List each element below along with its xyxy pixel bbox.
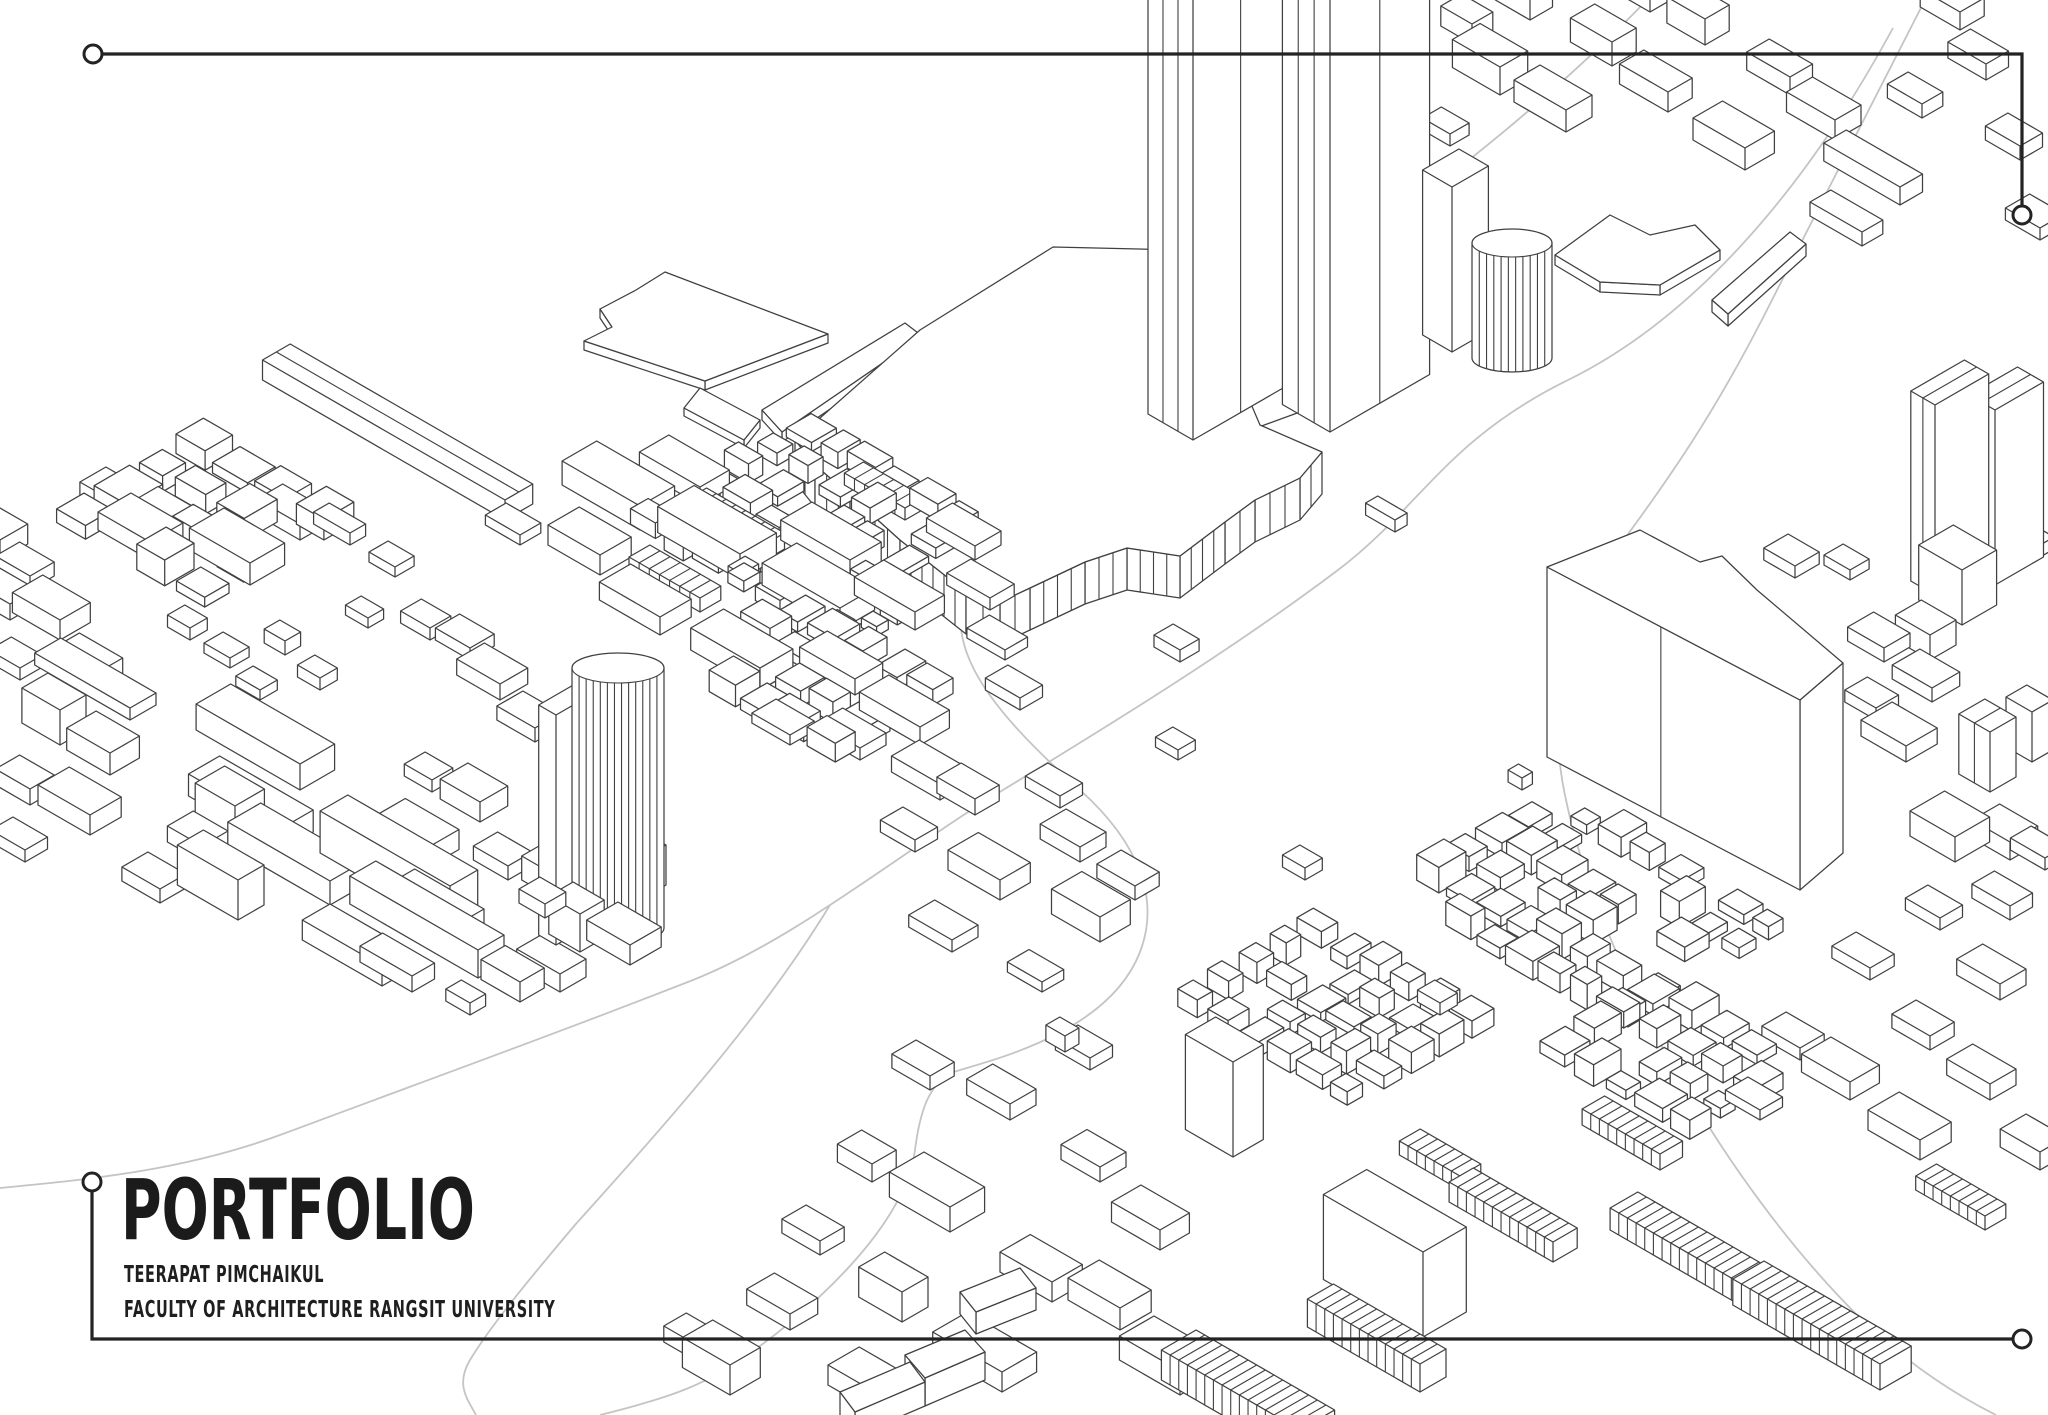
frame-bottom-start-circle bbox=[81, 1171, 103, 1193]
cluster-wedges-bottom-center bbox=[839, 1267, 1037, 1415]
cluster-slabs-right-edge bbox=[1763, 359, 2048, 863]
cluster-plate-connector bbox=[683, 387, 761, 449]
cluster-megablock-right bbox=[1546, 529, 1844, 891]
frame-lines bbox=[81, 43, 2033, 1350]
cluster-fabric-top-right bbox=[1410, 0, 2048, 247]
cluster-plate-top-right-y bbox=[1554, 214, 1721, 296]
cluster-fabric-bottom-right bbox=[663, 762, 2048, 1415]
frame-bottom bbox=[81, 1171, 2033, 1350]
cluster-tower-fluted-left bbox=[518, 652, 665, 966]
frame-top-start-circle bbox=[82, 43, 104, 65]
frame-top-end-circle bbox=[2011, 204, 2033, 226]
frame-bottom-end-circle bbox=[2011, 1328, 2033, 1350]
cluster-twin-towers bbox=[1147, 0, 1553, 441]
cluster-bar-top-right-thin bbox=[1711, 231, 1807, 327]
cluster-scatter-cubes bbox=[1045, 495, 1534, 1053]
cluster-fabric-center bbox=[547, 412, 1044, 801]
frame-top bbox=[82, 43, 2033, 226]
cluster-bar-northwest bbox=[261, 343, 542, 546]
cluster-plate-a bbox=[583, 271, 829, 391]
